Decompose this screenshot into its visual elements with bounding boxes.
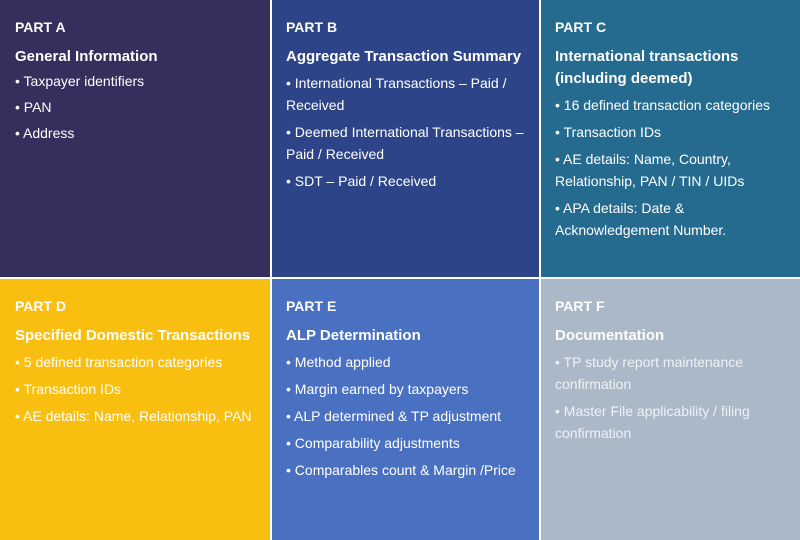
part-label: PART F [555, 298, 605, 314]
item-list: • TP study report maintenance confirmati… [555, 351, 788, 444]
part-label: PART B [286, 19, 338, 35]
list-item: • Comparables count & Margin /Price [286, 462, 516, 478]
list-item: • Transaction IDs [15, 381, 122, 397]
list-item: • Master File applicability / filing con… [555, 403, 750, 441]
part-heading: International transactions (including de… [555, 48, 739, 87]
list-item: • Margin earned by taxpayers [286, 381, 469, 397]
list-item: • SDT – Paid / Received [286, 173, 437, 189]
part-heading: ALP Determination [286, 327, 421, 344]
part-heading: Documentation [555, 327, 665, 344]
list-item: • International Transactions – Paid / Re… [286, 75, 507, 113]
list-item: • PAN [15, 99, 52, 115]
list-item: • AE details: Name, Country, Relationshi… [555, 151, 745, 189]
item-list: • 5 defined transaction categories • Tra… [15, 351, 258, 427]
part-b-panel: PART B Aggregate Transaction Summary • I… [272, 0, 539, 277]
list-item: • 16 defined transaction categories [555, 97, 771, 113]
part-e-panel: PART E ALP Determination • Method applie… [272, 279, 539, 540]
list-item: • 5 defined transaction categories [15, 354, 223, 370]
list-item: • Deemed International Transactions – Pa… [286, 124, 524, 162]
part-c-panel: PART C International transactions (inclu… [541, 0, 800, 277]
item-list: • Taxpayer identifiers • PAN • Address [15, 71, 258, 144]
item-list: • 16 defined transaction categories • Tr… [555, 94, 788, 241]
list-item: • TP study report maintenance confirmati… [555, 354, 744, 392]
item-list: • Method applied • Margin earned by taxp… [286, 351, 527, 481]
part-heading: Specified Domestic Transactions [15, 327, 251, 344]
part-f-panel: PART F Documentation • TP study report m… [541, 279, 800, 540]
item-list: • International Transactions – Paid / Re… [286, 72, 527, 192]
list-item: • Transaction IDs [555, 124, 662, 140]
part-heading: Aggregate Transaction Summary [286, 48, 522, 65]
part-label: PART C [555, 19, 607, 35]
list-item: • AE details: Name, Relationship, PAN [15, 408, 252, 424]
part-a-panel: PART A General Information • Taxpayer id… [0, 0, 270, 277]
list-item: • Taxpayer identifiers [15, 73, 145, 89]
list-item: • APA details: Date & Acknowledgement Nu… [555, 200, 727, 238]
list-item: • ALP determined & TP adjustment [286, 408, 502, 424]
part-label: PART A [15, 19, 66, 35]
part-label: PART E [286, 298, 337, 314]
part-label: PART D [15, 298, 67, 314]
list-item: • Address [15, 125, 75, 141]
list-item: • Method applied [286, 354, 391, 370]
part-heading: General Information [15, 48, 158, 65]
part-d-panel: PART D Specified Domestic Transactions •… [0, 279, 270, 540]
list-item: • Comparability adjustments [286, 435, 460, 451]
